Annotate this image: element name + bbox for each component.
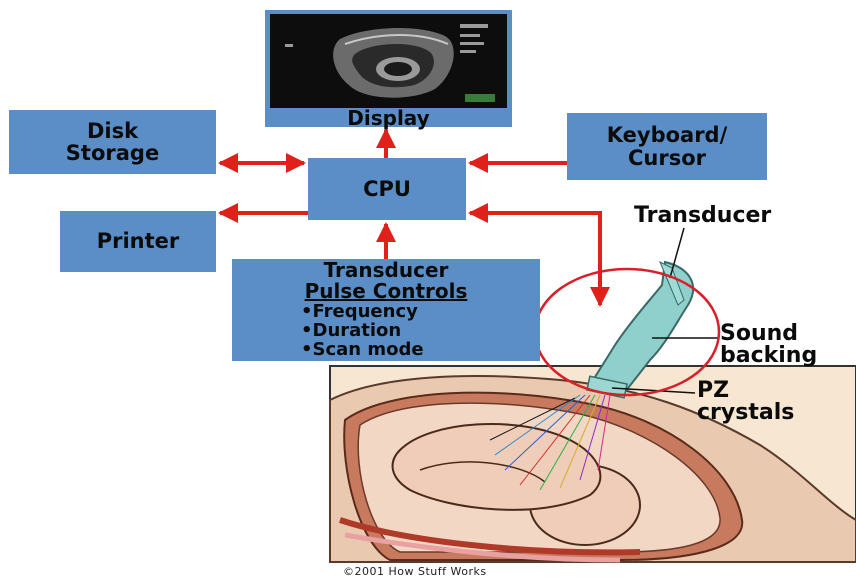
- cpu-label: CPU: [363, 178, 411, 200]
- sound-backing-label-line1: Sound: [720, 323, 817, 345]
- display-box: Display: [265, 10, 512, 127]
- pz-crystals-label-line2: crystals: [697, 402, 794, 424]
- keyboard-label-line2: Cursor: [628, 147, 706, 169]
- pulse-controls-title-line2: Pulse Controls: [305, 281, 468, 302]
- printer-box: Printer: [60, 211, 216, 272]
- pulse-control-item: •Scan mode: [281, 341, 491, 360]
- printer-label: Printer: [97, 230, 180, 252]
- pulse-controls-box: Transducer Pulse Controls •Frequency •Du…: [232, 259, 540, 361]
- sound-backing-label-line2: backing: [720, 345, 817, 367]
- keyboard-label-line1: Keyboard/: [607, 124, 728, 146]
- disk-storage-label-line1: Disk: [87, 120, 138, 142]
- ultrasound-screen: [270, 14, 507, 108]
- disk-storage-box: Disk Storage: [9, 110, 216, 174]
- pz-crystals-label: PZ crystals: [697, 380, 794, 424]
- transducer-label: Transducer: [634, 205, 771, 227]
- copyright-credit: ©2001 How Stuff Works: [343, 565, 487, 578]
- cpu-box: CPU: [308, 158, 466, 220]
- pulse-controls-title-line1: Transducer: [324, 260, 449, 281]
- display-label: Display: [265, 106, 512, 130]
- sound-backing-label: Sound backing: [720, 323, 817, 367]
- pz-crystals-label-line1: PZ: [697, 380, 794, 402]
- disk-storage-label-line2: Storage: [66, 142, 159, 164]
- keyboard-cursor-box: Keyboard/ Cursor: [567, 113, 767, 180]
